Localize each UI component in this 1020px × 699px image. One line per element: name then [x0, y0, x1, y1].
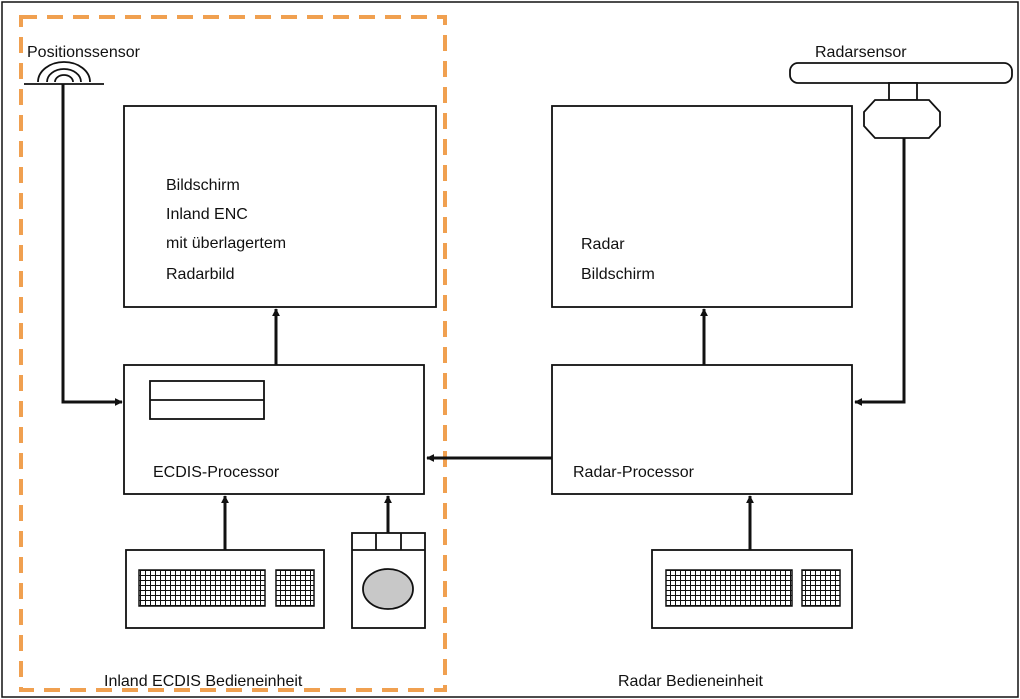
position-sensor-label: Positionssensor [27, 44, 141, 61]
position-sensor-icon [24, 61, 104, 85]
position-to-ecdis-arrow [61, 84, 123, 406]
radar-processor-label: Radar-Processor [573, 464, 695, 481]
ecdis-keyboard-icon [125, 549, 325, 629]
radar-sensor-label: Radarsensor [815, 44, 907, 61]
radar-keyboard-icon [651, 549, 853, 629]
drive-slot-icon [149, 380, 265, 420]
ecdis-display-line-2: Inland ENC [166, 206, 248, 223]
trackball-icon [351, 532, 426, 629]
radar-display-line-1: Radar [581, 236, 625, 253]
radar-console-label: Radar Bedieneinheit [618, 673, 764, 690]
ecdis-display-line-1: Bildschirm [166, 177, 240, 194]
ecdis-display-box [123, 105, 437, 308]
radar-sensor-icon [789, 62, 1013, 139]
ecdis-display-line-4: Radarbild [166, 266, 234, 283]
ecdis-console-label: Inland ECDIS Bedieneinheit [104, 673, 303, 690]
ecdis-boundary [19, 15, 447, 692]
connector-lines [61, 84, 906, 550]
radar-sensor-to-processor-arrow [854, 138, 906, 406]
ecdis-processor-label: ECDIS-Processor [153, 464, 280, 481]
radar-display-box [551, 105, 853, 308]
ecdis-display-line-3: mit überlagertem [166, 235, 286, 252]
radar-processor-box [551, 364, 853, 495]
radar-display-line-2: Bildschirm [581, 266, 655, 283]
